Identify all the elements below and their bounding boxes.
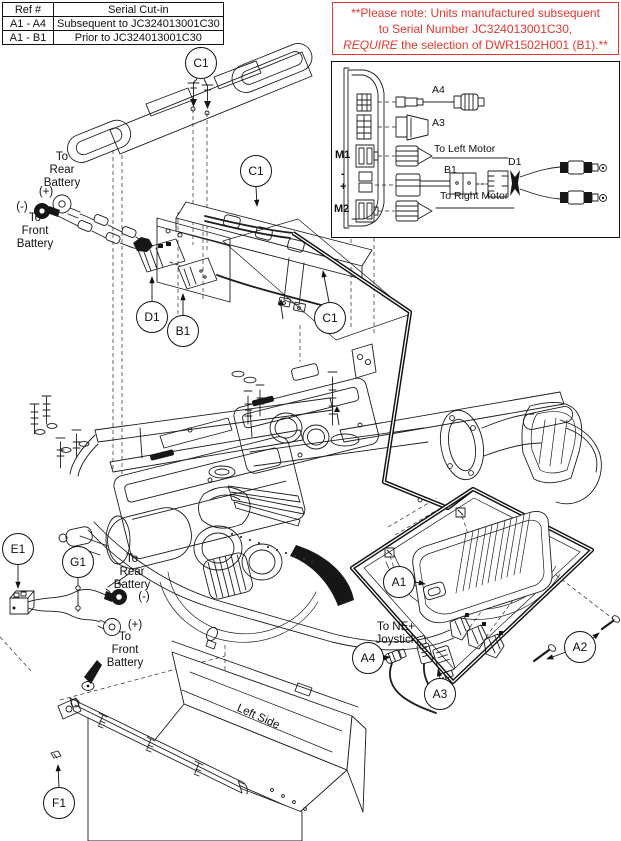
table-header-row: Ref # Serial Cut-in (2, 2, 224, 17)
inset-label-d1: D1 (508, 156, 522, 168)
column-header-serial: Serial Cut-in (53, 2, 224, 17)
label-to-rear-battery-left: To Rear Battery (113, 553, 151, 591)
callout-g1: G1 (62, 546, 94, 578)
note-line-1: **Please note: Units manufactured subseq… (351, 6, 600, 20)
wiring-inset-drawing (343, 67, 607, 229)
inset-label-a3: A3 (432, 117, 445, 129)
harness-cover-plate (156, 201, 412, 341)
table-row: A1 - B1 Prior to JC324013001C30 (2, 30, 224, 45)
table-cell-ref-1: A1 - A4 (2, 16, 54, 31)
highlighted-cable-route (291, 231, 595, 685)
callout-a3: A3 (424, 678, 456, 710)
table-cell-ref-2: A1 - B1 (2, 30, 54, 45)
note-line-3: REQUIRE the selection of DWR1502H001 (B1… (333, 37, 618, 53)
note-line-3-rest: the selection of DWR1502H001 (B1).** (397, 38, 608, 53)
serial-cutin-table: Ref # Serial Cut-in A1 - A4 Subsequent t… (2, 2, 224, 45)
inset-label-m1: M1 (335, 149, 351, 161)
controller-a1 (384, 507, 621, 714)
table-cell-serial-1: Subsequent to JC324013001C30 (53, 16, 224, 31)
wiring-inset: M1 - + M2 A4 A3 To Left Motor B1 D1 To R… (331, 61, 620, 238)
label-to-front-battery-left: To Front Battery (106, 631, 144, 669)
inset-label-m2: M2 (334, 203, 350, 215)
inset-label-a4: A4 (432, 84, 445, 96)
callout-d1: D1 (136, 301, 168, 333)
column-header-ref: Ref # (2, 2, 54, 17)
label-to-front-battery-top: To Front Battery (16, 212, 54, 250)
note-line-2: to Serial Number JC324013001C30, (378, 22, 573, 37)
inset-label-b1: B1 (444, 164, 457, 176)
label-to-ne-joystick: To NE+ Joystick (375, 621, 417, 646)
callout-c1-top: C1 (185, 47, 217, 79)
note-box: **Please note: Units manufactured subseq… (332, 2, 619, 55)
label-minus-top: (-) (16, 201, 28, 213)
inset-label-to-left-motor: To Left Motor (434, 143, 496, 155)
label-plus-top: (+) (38, 186, 54, 198)
callout-f1: F1 (43, 787, 75, 819)
label-minus-left: (-) (138, 591, 150, 603)
note-line-3-italic: REQUIRE (343, 38, 398, 53)
label-to-rear-battery-top: To Rear Battery (43, 151, 81, 189)
callout-b1: B1 (167, 315, 199, 347)
callout-c1-right: C1 (314, 302, 346, 334)
inset-label-plus: + (340, 181, 347, 193)
callout-a4: A4 (352, 642, 384, 674)
table-row: A1 - A4 Subsequent to JC324013001C30 (2, 16, 224, 31)
table-cell-serial-2: Prior to JC324013001C30 (53, 30, 224, 45)
circuit-breaker-harness (9, 572, 131, 636)
callout-leaders (15, 78, 600, 788)
callout-a2: A2 (564, 631, 596, 663)
battery-tray-bar (67, 43, 313, 163)
inset-label-to-right-motor: To Right Motor (440, 190, 509, 202)
callout-a1: A1 (383, 566, 415, 598)
battery-box (50, 626, 367, 841)
inset-label-minus: - (341, 168, 345, 180)
callout-e1: E1 (2, 533, 34, 565)
label-plus-left: (+) (127, 619, 143, 631)
battery-harness (34, 194, 326, 307)
callout-c1-mid: C1 (240, 155, 272, 187)
